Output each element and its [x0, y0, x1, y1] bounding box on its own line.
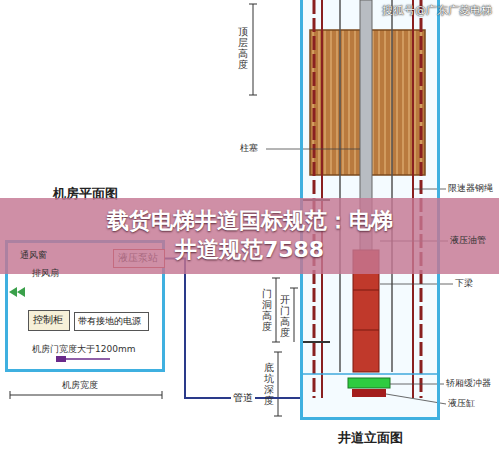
- title-text: 载货电梯井道国标规范：电梯井道规范7588: [102, 207, 398, 264]
- door-clear-label: 开门高度: [280, 294, 290, 338]
- pit-depth-label: 底坑深度: [264, 362, 274, 406]
- part-label: 液压缸: [448, 398, 475, 408]
- edge-label: 管道: [231, 391, 255, 405]
- vent-label: 通风窗: [20, 250, 47, 260]
- box-text: 控制柜: [33, 314, 65, 327]
- fan-label: 排风扇: [32, 268, 59, 278]
- box-text: 带有接地的电源: [78, 315, 145, 328]
- top-height-label: 顶层高度: [238, 26, 248, 70]
- room-width-label: 机房宽度: [62, 380, 98, 390]
- title-band: 载货电梯井道国标规范：电梯井道规范7588: [0, 198, 499, 274]
- watermark: 搜狐号@广东广菱电梯: [382, 5, 492, 18]
- leader-lines: [266, 149, 453, 404]
- buffer: [348, 378, 390, 388]
- heading: 井道立面图: [303, 429, 437, 447]
- control-cabinet-box: 控制柜: [28, 310, 70, 331]
- cylinder-base: [352, 389, 386, 397]
- pipe-connector: [165, 259, 300, 399]
- part-label: 轿厢缓冲器: [446, 378, 491, 388]
- part-label: 液压油管: [450, 235, 486, 245]
- door-opening-label: 门洞高度: [262, 288, 272, 332]
- part-label: 下梁: [455, 278, 473, 288]
- door-width-label: 机房门宽度大于1200mm: [32, 344, 135, 354]
- part-label: 柱塞: [240, 143, 258, 153]
- power-supply-box: 带有接地的电源: [74, 312, 149, 331]
- part-label: 限速器钢绳: [448, 183, 493, 193]
